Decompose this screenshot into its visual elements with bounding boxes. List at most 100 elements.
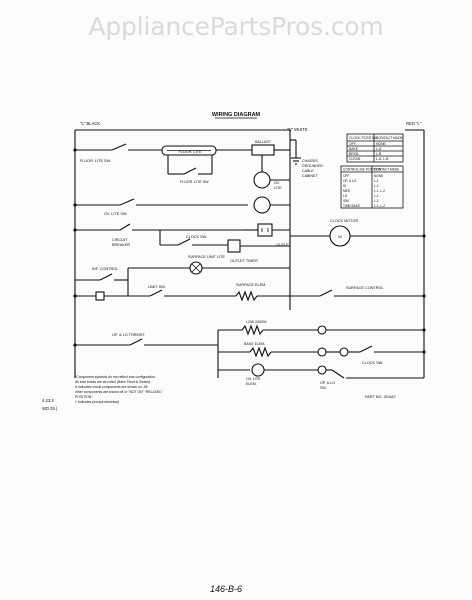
limit-sw-label: LIMIT SW. <box>148 285 166 289</box>
fluor-lite-label: FLUOR. LITE <box>179 150 202 154</box>
date-code-1: 4.23.3 <box>42 398 54 403</box>
op-lo-thermostat-switch <box>129 338 143 346</box>
limit-switch <box>149 289 163 297</box>
table2-cell: LO <box>343 194 348 198</box>
table2-header-1: CONTROL SW. POSITION <box>343 168 382 172</box>
fluor-lite-switch <box>111 143 127 151</box>
table2-cell: L-2 <box>374 199 379 203</box>
fluor-lite-sw-label: FLUOR. LITE SW. <box>80 159 111 163</box>
note-line-3: A indicates circuit components are shown… <box>75 385 148 389</box>
terminal-c <box>317 365 327 375</box>
surface-element <box>235 290 258 302</box>
clock-sw2-label: CLOCK SW. <box>362 361 383 365</box>
note-line-4: other components are shown off or "NOT O… <box>75 390 162 394</box>
op-lo-switch <box>331 369 345 379</box>
surface-unit-lite-label: SURFACE UNIT LITE <box>188 255 225 259</box>
table2-cell: L-2 <box>374 184 379 188</box>
ov-lite-elem-label-2: ELEM. <box>246 382 257 386</box>
table2-cell: NONE <box>374 174 383 178</box>
outlet-timer-label: OUTLET TIMER <box>230 259 258 263</box>
table1-header-1: CLOCK POSITION <box>349 136 378 140</box>
fluor-lite-sw2-label: FLUOR. LITE SW. <box>180 180 209 184</box>
inf-control-box <box>95 291 105 301</box>
outlet-label: OUTLET <box>276 243 292 247</box>
note-line-5: POSITION". <box>75 395 93 399</box>
op-lo-sw-label-1: OP. & LO <box>320 381 335 385</box>
right-terminal-label: RED "L" <box>406 121 422 126</box>
table1-cell: BAKE <box>349 147 359 151</box>
broil-elem-label: LOW 2400W <box>246 320 267 324</box>
handwritten-page-number: 146-B-6 <box>210 584 242 594</box>
note-line-2: All fuse boxes are as noted (Bake,Timer,… <box>75 380 151 384</box>
clock-motor-label: CLOCK MOTOR <box>330 219 358 223</box>
clock-switch-2 <box>359 345 373 353</box>
table1-cell: L-B <box>376 152 382 156</box>
table1-cell: OFF <box>349 142 356 146</box>
ov-lite-label-2: LITE <box>274 186 282 190</box>
surface-control-label: SURFACE CONTROL <box>346 286 384 290</box>
table1-cell: L-A <box>376 147 382 151</box>
clock-position-table: CLOCK POSITION CONTACT MADE OFF NONE BAK… <box>346 133 404 163</box>
table1-cell: L-A, L-B <box>376 157 389 161</box>
ground-note-2: GROUNDED <box>302 164 323 168</box>
table2-header-2: CONTACT MADE <box>374 168 399 172</box>
ground-note-1: CHASSIS <box>302 159 318 163</box>
oven-light-bulb-1 <box>253 171 271 189</box>
table2-cell: L-1, L-2 <box>374 189 385 193</box>
ballast <box>251 144 275 156</box>
part-number: PART NO. 3GAA7 <box>365 395 396 399</box>
watermark-text: AppliancePartsPros.com <box>88 12 384 41</box>
control-switch-table: CONTROL SW. POSITION CONTACT MADE OFF NO… <box>340 165 404 209</box>
date-code-2: WD 25 | <box>42 406 57 411</box>
surface-elem-label: SURFACE ELEM. <box>236 283 266 287</box>
bake-element <box>249 346 272 358</box>
ground-note-3: CABLE <box>302 169 314 173</box>
terminal-b <box>317 347 327 357</box>
inf-control-switch <box>99 273 113 281</box>
ballast-label: BALLAST <box>255 140 272 144</box>
table2-cell: OP. & LO <box>343 179 357 183</box>
fluor-lite-switch-2 <box>183 167 197 175</box>
outlet <box>257 223 273 237</box>
circuit-breaker-label-2: BREAKER <box>112 243 130 247</box>
ground-note-4: CABINET <box>302 174 318 178</box>
ov-lite-label-1: OV. <box>274 181 280 185</box>
bake-elem-label: BAKE ELEM. <box>244 342 265 346</box>
table2-cell: HI <box>343 184 346 188</box>
op-lo-thermostat-label: OP. & LO THRMST. <box>112 333 145 337</box>
note-line-6: † Indicates (except electrical) <box>75 400 119 404</box>
circuit-breaker <box>119 223 131 231</box>
table1-header-2: CONTACT MADE <box>376 136 404 140</box>
terminal-a <box>317 325 327 335</box>
table2-cell: L-1 <box>374 194 379 198</box>
table1-cell: BROIL <box>349 152 359 156</box>
inf-control-label: INF. CONTROL <box>92 267 118 271</box>
outlet-timer <box>227 239 241 253</box>
left-terminal-label: "L" BLACK <box>80 121 100 126</box>
oven-lite-element <box>251 363 265 377</box>
diagram-title: WIRING DIAGRAM <box>212 112 261 118</box>
table2-cell: L-1 <box>374 179 379 183</box>
table2-cell: TIME BAKE <box>343 204 360 208</box>
ov-lite-switch <box>119 198 135 206</box>
clock-switch <box>177 238 191 246</box>
table2-cell: L-1, L-2 <box>374 204 385 208</box>
op-lo-sw-label-2: SW. <box>320 386 327 390</box>
ov-lite-sw-label: OV. LITE SW. <box>104 212 127 216</box>
broil-element <box>241 324 264 336</box>
circuit-breaker-label-1: CIRCUIT <box>112 238 128 242</box>
svg-text:M: M <box>338 234 341 239</box>
note-line-1: *Component symbols do not reflect true c… <box>75 375 156 379</box>
surface-control-switch <box>319 289 333 297</box>
neutral-terminal-label: "N" WHITE <box>287 127 308 132</box>
table2-cell: MED <box>343 189 351 193</box>
table2-cell: OFF <box>343 174 349 178</box>
ov-lite-elem-label-1: OV. LITE <box>246 377 261 381</box>
terminal-d <box>339 347 349 357</box>
clock-sw-label: CLOCK SW. <box>186 235 207 239</box>
oven-light-bulb-2 <box>253 196 271 214</box>
table1-cell: NONE <box>376 142 387 146</box>
table1-cell: CLEAN <box>349 157 361 161</box>
